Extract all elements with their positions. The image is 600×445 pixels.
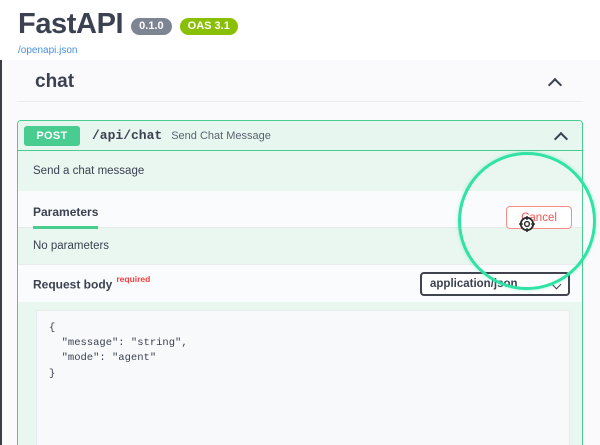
api-title-row: FastAPI 0.1.0 OAS 3.1 (18, 10, 600, 39)
operation-summary-text: Send Chat Message (171, 129, 271, 142)
no-parameters-text: No parameters (18, 227, 582, 264)
operation-description: Send a chat message (18, 151, 582, 191)
chevron-down-icon[interactable] (551, 279, 562, 289)
parameters-section-header: Parameters (18, 191, 582, 229)
openapi-spec-link[interactable]: /openapi.json (18, 45, 78, 56)
content-type-select[interactable]: application/json (420, 271, 570, 296)
required-marker: required (116, 273, 151, 284)
tag-section-chat: chat (3, 62, 597, 102)
chevron-up-icon[interactable] (555, 129, 569, 143)
tag-name: chat (35, 70, 75, 92)
operation-summary-row[interactable]: POST /api/chat Send Chat Message (18, 121, 582, 151)
operation-block-post-api-chat: POST /api/chat Send Chat Message Send a … (17, 120, 583, 445)
content-type-value: application/json (430, 277, 518, 290)
chevron-up-icon[interactable] (549, 75, 563, 89)
window-left-border (0, 60, 2, 445)
version-badge: 0.1.0 (131, 18, 172, 35)
request-body-textarea[interactable]: { "message": "string", "mode": "agent" } (36, 310, 570, 445)
tab-parameters[interactable]: Parameters (33, 205, 99, 229)
api-header: FastAPI 0.1.0 OAS 3.1 /openapi.json (0, 0, 600, 60)
request-body-label: Request body (33, 277, 113, 292)
http-method-badge: POST (24, 125, 80, 146)
operation-path: /api/chat (92, 128, 163, 143)
cancel-button[interactable]: Cancel (506, 206, 572, 229)
tag-header[interactable]: chat (17, 62, 583, 102)
request-body-editor-wrap: { "message": "string", "mode": "agent" } (18, 302, 582, 445)
operation-body: Send a chat message Parameters No parame… (18, 151, 582, 445)
oas-badge: OAS 3.1 (179, 18, 238, 35)
grab-cursor-icon (519, 216, 535, 232)
page-title: FastAPI (18, 8, 124, 40)
